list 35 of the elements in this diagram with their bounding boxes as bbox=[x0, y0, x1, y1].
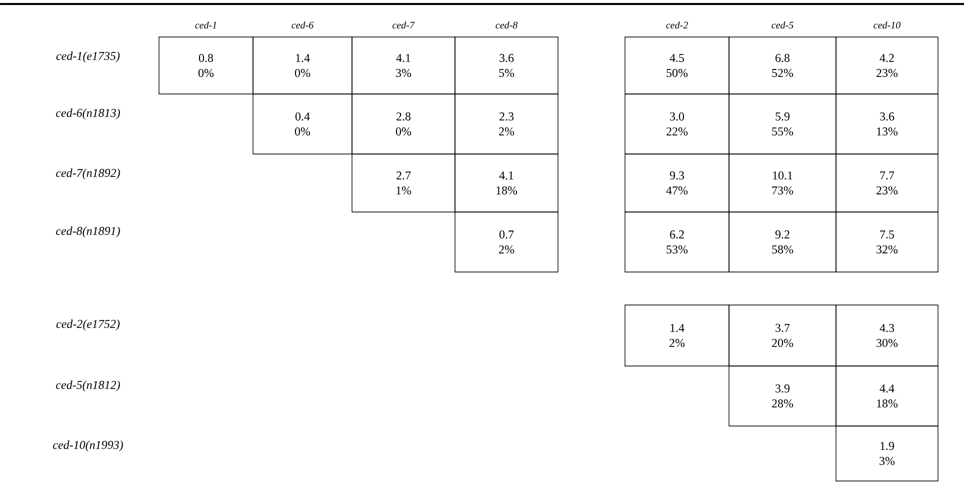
table-cell: 10.1 73% bbox=[728, 154, 836, 212]
table-cell: 3.0 22% bbox=[624, 94, 730, 154]
table-cell: 3.6 13% bbox=[836, 94, 938, 154]
table-cell: 5.9 55% bbox=[728, 94, 836, 154]
row-header: ced-7(n1892) bbox=[56, 168, 120, 180]
table-cell: 4.3 30% bbox=[836, 304, 938, 366]
table-cell: 3.6 5% bbox=[454, 36, 558, 94]
table-cell: 2.3 2% bbox=[454, 94, 558, 154]
table-cell: 6.2 53% bbox=[624, 212, 730, 272]
row-header: ced-5(n1812) bbox=[56, 380, 120, 392]
table-cell: 4.4 18% bbox=[836, 366, 938, 426]
table-cell: 9.3 47% bbox=[624, 154, 730, 212]
table-cell: 9.2 58% bbox=[728, 212, 836, 272]
table-cell: 2.8 0% bbox=[352, 94, 456, 154]
table-cell: 0.7 2% bbox=[454, 212, 558, 272]
table-cell: 1.9 3% bbox=[836, 426, 938, 482]
table-cell: 4.1 18% bbox=[454, 154, 558, 212]
table-cell: 4.5 50% bbox=[624, 36, 730, 94]
row-header: ced-2(e1752) bbox=[56, 320, 120, 330]
table-cell: 7.7 23% bbox=[836, 154, 938, 212]
row-header: ced-8(n1891) bbox=[56, 226, 120, 238]
table-cell: 7.5 32% bbox=[836, 212, 938, 272]
table-cell: 1.4 0% bbox=[252, 36, 352, 94]
row-header: ced-6(n1813) bbox=[56, 108, 120, 120]
row-header: ced-1(e1735) bbox=[56, 52, 120, 62]
row-header: ced-10(n1993) bbox=[53, 440, 123, 452]
table-cell: 0.4 0% bbox=[252, 94, 352, 154]
table-cell: 3.7 20% bbox=[728, 304, 836, 366]
table-cell: 3.9 28% bbox=[728, 366, 836, 426]
table-cell: 0.8 0% bbox=[158, 36, 254, 94]
table-cell: 4.2 23% bbox=[836, 36, 938, 94]
table-cell: 2.7 1% bbox=[352, 154, 456, 212]
table-cell: 1.4 2% bbox=[624, 304, 730, 366]
table-cell: 4.1 3% bbox=[352, 36, 456, 94]
table-cell: 6.8 52% bbox=[728, 36, 836, 94]
